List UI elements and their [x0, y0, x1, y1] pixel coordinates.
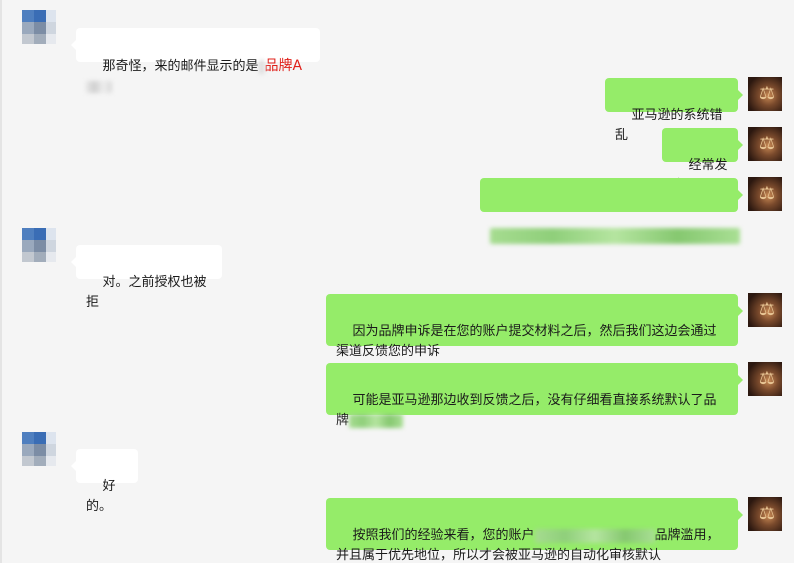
avatar-background — [748, 177, 782, 211]
contact-avatar[interactable] — [22, 10, 56, 44]
message-text: 好的。 — [86, 479, 116, 514]
message-bubble[interactable]: 对。之前授权也被拒 — [71, 245, 222, 310]
user-avatar[interactable]: ⚖ — [748, 177, 782, 211]
contact-avatar[interactable] — [22, 432, 56, 466]
message-text: 因为品牌申诉是在您的账户提交材料之后，然后我们这边会通过 渠道反馈您的申诉 — [336, 324, 717, 359]
brand-name: 品牌A — [264, 58, 303, 74]
avatar-background — [748, 127, 782, 161]
avatar-background — [748, 497, 782, 531]
contact-avatar[interactable] — [22, 228, 56, 262]
window-edge — [0, 0, 2, 563]
message-bubble[interactable]: 那奇怪，来的邮件显示的是品牌A — [71, 28, 320, 93]
message-bubble[interactable]: 好的。 — [71, 449, 138, 514]
redacted-text — [349, 413, 404, 428]
scales-of-justice-icon: ⚖ — [758, 503, 776, 524]
avatar-background — [748, 362, 782, 396]
message-bubble[interactable]: 亚马逊的系统错乱 — [605, 78, 743, 143]
redacted-text — [490, 227, 740, 244]
avatar-background — [748, 77, 782, 111]
user-avatar[interactable]: ⚖ — [748, 497, 782, 531]
user-avatar[interactable]: ⚖ — [748, 293, 782, 327]
message-text: 品牌滥用， 并且属于优先地位，所以才会被亚马逊的自动化审核默认 — [336, 528, 720, 563]
user-avatar[interactable]: ⚖ — [748, 127, 782, 161]
scales-of-justice-icon: ⚖ — [758, 183, 776, 204]
redacted-text — [534, 528, 655, 543]
scales-of-justice-icon: ⚖ — [758, 299, 776, 320]
redacted-text — [258, 59, 265, 74]
message-text: 按照我们的经验来看，您的账户 — [352, 528, 535, 543]
scales-of-justice-icon: ⚖ — [758, 133, 776, 154]
message-bubble[interactable]: 可能是亚马逊那边收到反馈之后，没有仔细看直接系统默认了品 牌 — [326, 363, 743, 428]
user-avatar[interactable]: ⚖ — [748, 362, 782, 396]
avatar-background — [748, 293, 782, 327]
scales-of-justice-icon: ⚖ — [758, 83, 776, 104]
message-bubble[interactable]: 因为品牌申诉是在您的账户提交材料之后，然后我们这边会通过 渠道反馈您的申诉 — [326, 294, 743, 359]
message-text: 亚马逊的系统错乱 — [615, 108, 723, 143]
message-text: 对。之前授权也被拒 — [86, 275, 207, 310]
message-text: 那奇怪，来的邮件显示的是 — [102, 59, 259, 74]
message-bubble[interactable] — [480, 178, 743, 244]
message-text: 可能是亚马逊那边收到反馈之后，没有仔细看直接系统默认了品 牌 — [336, 393, 717, 428]
message-bubble[interactable]: 按照我们的经验来看，您的账户品牌滥用， 并且属于优先地位，所以才会被亚马逊的自动… — [326, 498, 743, 563]
message-bubble[interactable]: 经常发生 — [662, 128, 743, 193]
scales-of-justice-icon: ⚖ — [758, 368, 776, 389]
user-avatar[interactable]: ⚖ — [748, 77, 782, 111]
redacted-text — [86, 80, 112, 93]
